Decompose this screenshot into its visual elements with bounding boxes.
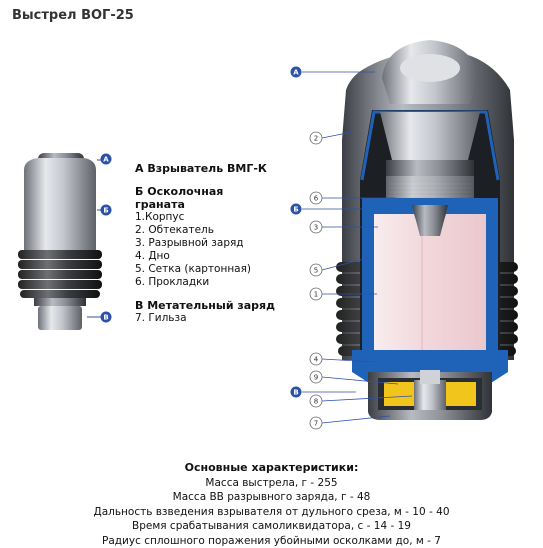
svg-text:2: 2 [314,135,318,143]
marker-v-small: В [101,312,112,323]
spec-line: Время срабатывания самоликвидатора, с - … [0,519,543,534]
svg-text:A: A [103,156,109,164]
callout-9: 9 [310,371,322,383]
callout-4: 4 [310,353,322,365]
svg-text:5: 5 [314,267,318,275]
marker-v-large: В [291,387,302,398]
svg-text:3: 3 [314,224,318,232]
legend-item: 5. Сетка (картонная) [135,263,275,276]
marker-a-large: A [291,67,302,78]
callout-8: 8 [310,395,322,407]
legend-section-b: Б Осколочная граната [135,185,275,211]
svg-text:Б: Б [103,207,108,215]
marker-a-small: A [101,154,112,165]
svg-text:7: 7 [314,420,318,428]
svg-text:8: 8 [314,398,318,406]
round-cutaway [336,40,518,420]
legend-section-a: А Взрыватель ВМГ-К [135,162,275,175]
callout-3: 3 [310,221,322,233]
callout-1: 1 [310,288,322,300]
legend-item: 1.Корпус [135,211,275,224]
legend-section-v: В Метательный заряд [135,299,275,312]
svg-text:1: 1 [314,291,318,299]
svg-text:В: В [103,314,108,322]
legend-item: 4. Дно [135,250,275,263]
legend-item: 6. Прокладки [135,276,275,289]
specifications: Основные характеристики: Масса выстрела,… [0,461,543,548]
marker-b-small: Б [101,205,112,216]
callout-2: 2 [310,132,322,144]
round-side-view [18,153,106,330]
callout-7: 7 [310,417,322,429]
marker-b-large: Б [291,204,302,215]
svg-text:A: A [293,69,299,77]
callout-6: 6 [310,192,322,204]
svg-text:4: 4 [314,356,319,364]
legend-item: 7. Гильза [135,312,275,325]
specs-heading: Основные характеристики: [0,461,543,476]
legend-item: 3. Разрывной заряд [135,237,275,250]
svg-text:В: В [293,389,298,397]
spec-line: Масса ВВ разрывного заряда, г - 48 [0,490,543,505]
callout-5: 5 [310,264,322,276]
svg-text:9: 9 [314,374,318,382]
svg-text:6: 6 [314,195,319,203]
spec-line: Дальность взведения взрывателя от дульно… [0,505,543,520]
legend-item: 2. Обтекатель [135,224,275,237]
legend: А Взрыватель ВМГ-К Б Осколочная граната … [135,162,275,325]
svg-text:Б: Б [293,206,298,214]
spec-line: Масса выстрела, г - 255 [0,476,543,491]
